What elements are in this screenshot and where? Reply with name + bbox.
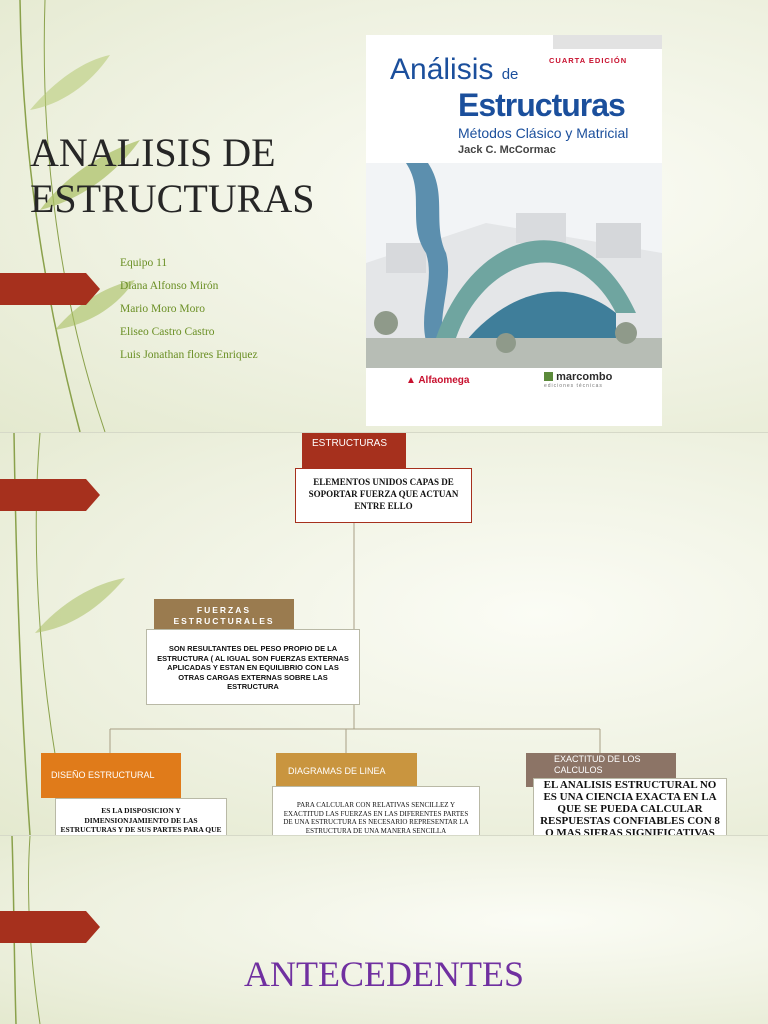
antecedentes-title: ANTECEDENTES: [244, 954, 524, 994]
book-title-analisis: Análisis: [390, 53, 494, 86]
slide-divider: [0, 835, 768, 836]
slide-concept-map: ESTRUCTURAS ELEMENTOS UNIDOS CAPAS DE SO…: [0, 433, 768, 835]
edition-banner: [553, 35, 662, 49]
publisher-2-tagline: ediciones técnicas: [544, 383, 603, 389]
list-item: Diana Alfonso Mirón: [120, 280, 219, 292]
title-line-1: ANALISIS DE: [30, 130, 276, 175]
diseno-definition-box: ES LA DISPOSICION Y DIMENSIONJAMIENTO DE…: [55, 798, 227, 835]
estructuras-definition-box: ELEMENTOS UNIDOS CAPAS DE SOPORTAR FUERZ…: [295, 468, 472, 523]
team-members-list: Equipo 11 Diana Alfonso Mirón Mario Moro…: [120, 256, 258, 371]
book-cover: CUARTA EDICIÓN Análisis de Estructuras M…: [366, 35, 662, 426]
section-arrow: [0, 273, 100, 305]
publisher-alfaomega: ▲ Alfaomega: [406, 375, 470, 386]
section-arrow: [0, 911, 100, 943]
slide-title: ANALISIS DE ESTRUCTURAS Equipo 11 Diana …: [0, 0, 768, 432]
list-item: Eliseo Castro Castro: [120, 326, 215, 338]
diagramas-header: DIAGRAMAS DE LINEA: [276, 753, 417, 787]
book-cover-illustration: [366, 163, 662, 368]
slide-antecedentes: ANTECEDENTES: [0, 836, 768, 1024]
fuerzas-definition-box: SON RESULTANTES DEL PESO PROPIO DE LA ES…: [146, 629, 360, 705]
exactitud-definition-box: EL ANALISIS ESTRUCTURAL NO ES UNA CIENCI…: [533, 778, 727, 835]
publisher-1-label: Alfaomega: [418, 375, 470, 386]
publisher-2-label: marcombo: [556, 371, 613, 383]
estructuras-header: ESTRUCTURAS: [302, 433, 406, 469]
book-author: Jack C. McCormac: [458, 144, 556, 156]
slide-divider: [0, 432, 768, 433]
book-subtitle: Métodos Clásico y Matricial: [458, 125, 629, 141]
section-arrow: [0, 479, 100, 511]
page-title: ANALISIS DE ESTRUCTURAS: [30, 130, 315, 222]
book-title-b: Estructuras: [458, 87, 626, 123]
book-title-a: Análisis de: [390, 53, 518, 87]
book-edition: CUARTA EDICIÓN: [549, 56, 628, 65]
list-item: Equipo 11: [120, 257, 168, 269]
list-item: Mario Moro Moro: [120, 303, 205, 315]
book-title-de: de: [501, 66, 519, 83]
marcombo-logo-icon: [544, 372, 553, 381]
list-item: Luis Jonathan flores Enriquez: [120, 349, 258, 361]
title-line-2: ESTRUCTURAS: [30, 176, 315, 221]
diseno-header: DISEÑO ESTRUCTURAL: [41, 753, 181, 798]
publisher-marcombo: marcombo ediciones técnicas: [544, 371, 612, 389]
vine-decoration: [19, 0, 140, 432]
diagramas-definition-box: PARA CALCULAR CON RELATIVAS SENCILLEZ Y …: [272, 786, 480, 835]
